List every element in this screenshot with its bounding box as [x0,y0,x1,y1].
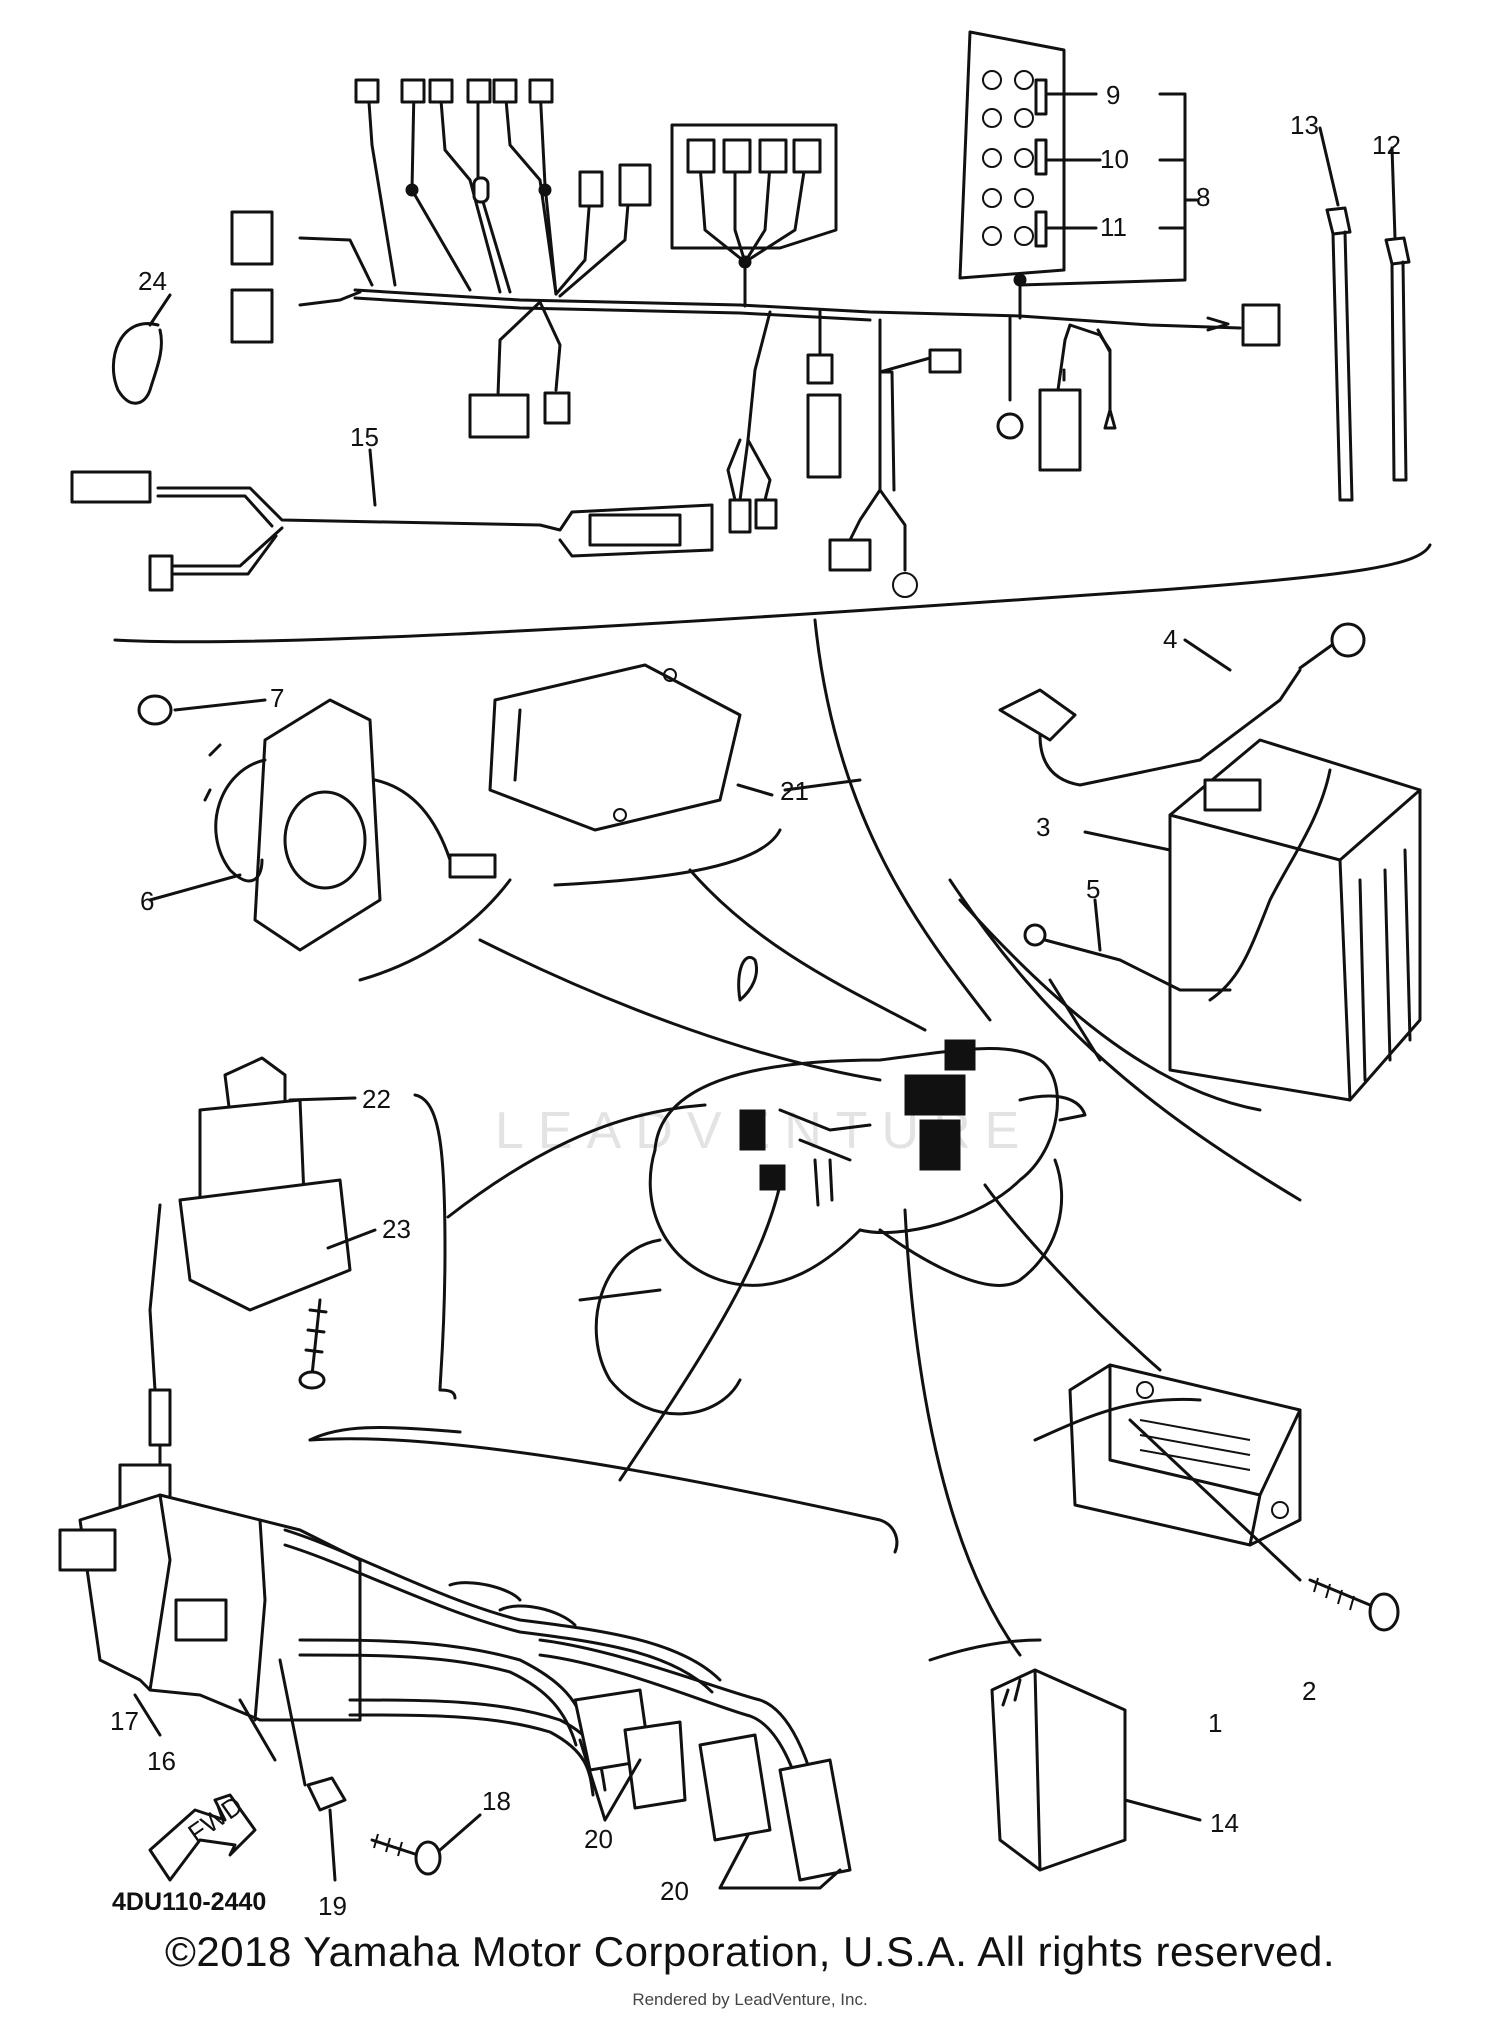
part-label-8: 8 [1196,182,1210,212]
part-label-15: 15 [350,422,379,452]
battery-cable-4 [998,622,1366,787]
part-label-22: 22 [362,1084,391,1114]
relay-14 [928,1638,1202,1872]
diagram-reference-code: 4DU110-2440 [112,1888,267,1916]
part-label-20a: 20 [584,1824,613,1854]
part-label-7: 7 [270,683,284,713]
ignitor-21 [488,663,782,887]
part-label-18: 18 [482,1786,511,1816]
clip-24 [112,322,163,405]
forward-arrow: FWD [148,1790,257,1882]
ignition-coils-16-17 [58,1437,899,1882]
bolt-2 [1308,1577,1400,1632]
motorcycle-silhouette [594,956,1087,1416]
horn-6 [148,698,497,952]
part-label-13: 13 [1290,110,1319,140]
part-label-2: 2 [1302,1676,1316,1706]
part-label-24: 24 [138,266,167,296]
screw-18 [370,1813,482,1876]
grommet-7 [137,694,173,726]
part-label-10: 10 [1100,144,1129,174]
clamp-19 [278,1658,347,1882]
part-label-5: 5 [1086,874,1100,904]
rendered-by-notice: Rendered by LeadVenture, Inc. [632,1990,868,2009]
screw-23 [298,1298,328,1390]
part-label-6: 6 [140,886,154,916]
part-label-9: 9 [1106,80,1120,110]
copyright-notice: ©2018 Yamaha Motor Corporation, U.S.A. A… [164,1928,1336,1975]
cable-ties-12-13 [1325,206,1411,502]
part-label-23: 23 [382,1214,411,1244]
part-label-21: 21 [780,776,809,806]
battery-cable-5 [948,878,1302,1202]
main-switch-22 [118,1056,352,1527]
sub-harness-15 [70,470,714,592]
part-label-1: 1 [1208,1708,1222,1738]
part-label-19: 19 [318,1891,347,1921]
part-label-12: 12 [1372,130,1401,160]
rectifier-regulator-1 [1033,1363,1302,1582]
part-label-3: 3 [1036,812,1050,842]
part-label-16: 16 [147,1746,176,1776]
part-label-14: 14 [1210,1808,1239,1838]
part-label-11: 11 [1100,212,1127,242]
part-label-17: 17 [110,1706,139,1736]
part-label-20b: 20 [660,1876,689,1906]
part-label-4: 4 [1163,624,1177,654]
battery-3 [1168,738,1422,1102]
wire-harness [70,30,1432,644]
